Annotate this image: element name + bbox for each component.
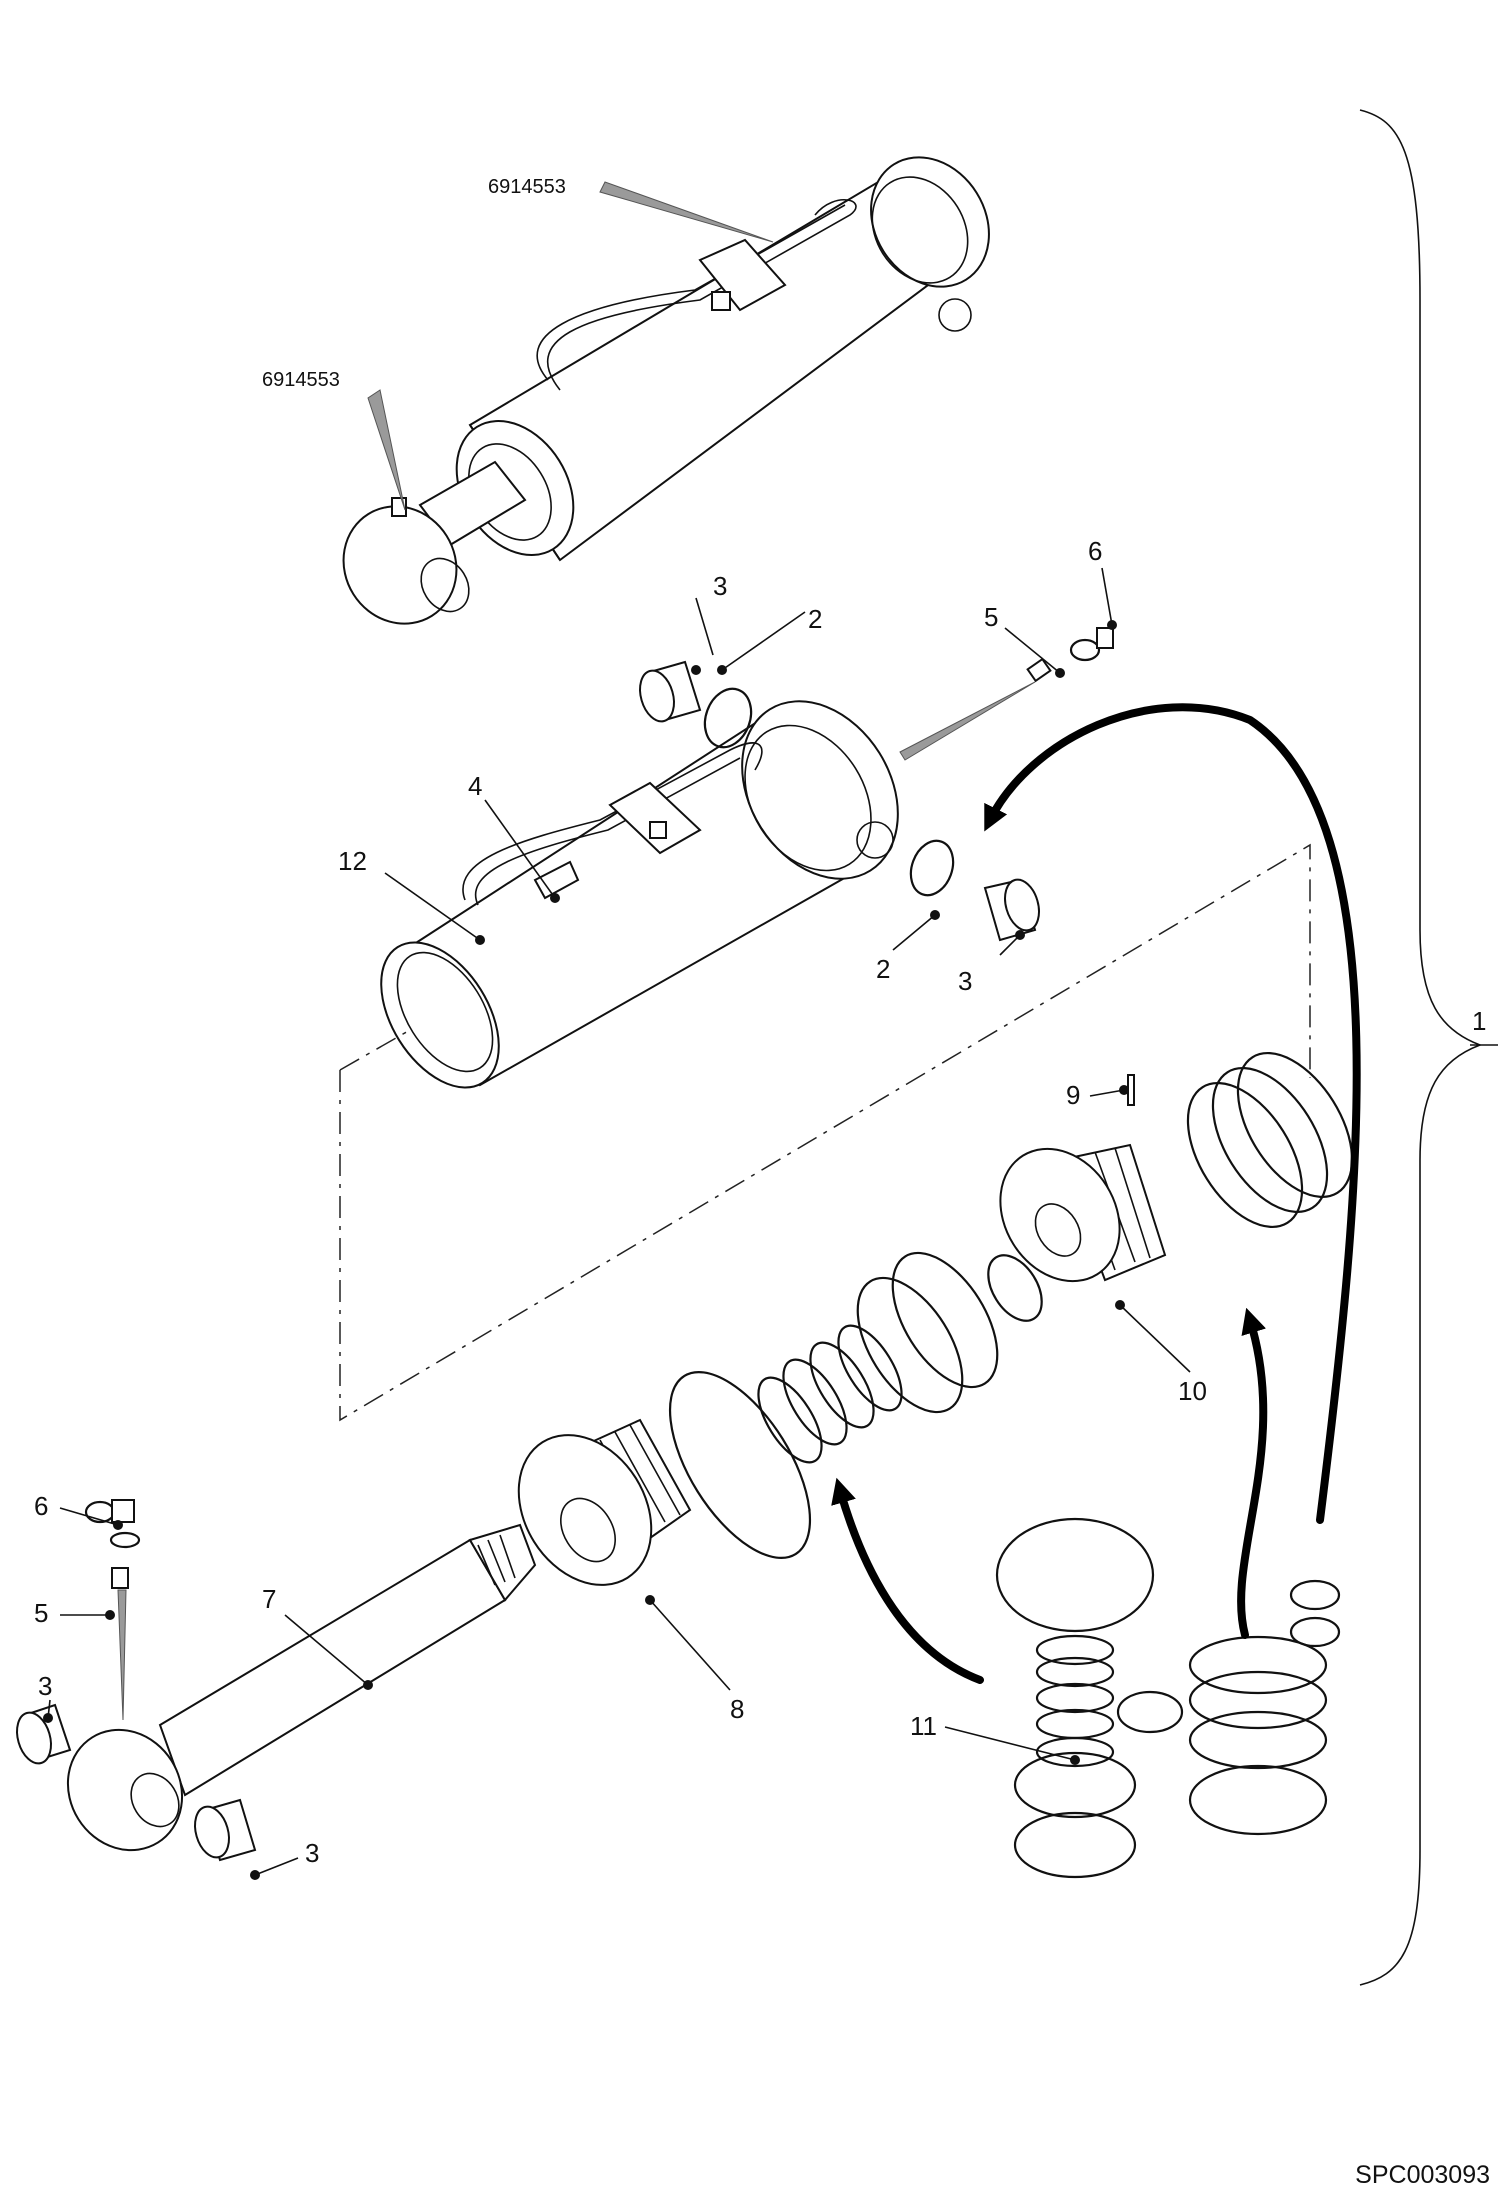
callout-3-right: 3 bbox=[958, 966, 972, 996]
callout-leaders bbox=[43, 567, 1498, 1880]
callout-3-rod-left: 3 bbox=[38, 1671, 52, 1701]
callout-5-rod: 5 bbox=[34, 1598, 48, 1628]
reference-label-lower: 6914553 bbox=[262, 369, 340, 391]
drawing-code: SPC003093 bbox=[1355, 2161, 1490, 2189]
bushing-rod-right bbox=[194, 1798, 257, 1862]
o-ring-top bbox=[703, 687, 753, 749]
arrow-to-gland bbox=[1237, 1307, 1268, 1639]
arrow-to-piston bbox=[831, 1477, 984, 1684]
seal-rings-middle bbox=[668, 1251, 1043, 1560]
dust-cap-rod bbox=[84, 1499, 141, 1549]
gland bbox=[999, 1143, 1167, 1283]
callout-3-top: 3 bbox=[713, 571, 727, 601]
arrow-to-barrel bbox=[984, 703, 1361, 1524]
assembled-cylinder bbox=[342, 156, 990, 625]
alignment-line bbox=[339, 843, 1311, 1422]
bushing-top bbox=[639, 660, 702, 723]
callout-3-rod-right: 3 bbox=[305, 1838, 319, 1868]
seal-rings-right bbox=[1186, 1051, 1354, 1229]
grease-nipple-rod bbox=[111, 1567, 129, 1721]
callout-4: 4 bbox=[468, 771, 482, 801]
piston-head bbox=[517, 1418, 692, 1586]
reference-pointer-lower: 6914553 bbox=[262, 369, 406, 511]
pointer-nipple-top bbox=[899, 681, 1036, 761]
reference-pointer-upper: 6914553 bbox=[488, 176, 774, 243]
callout-2-right: 2 bbox=[876, 954, 890, 984]
callout-6-rod: 6 bbox=[34, 1491, 48, 1521]
callout-1: 1 bbox=[1472, 1006, 1486, 1036]
bushing-rod-left bbox=[16, 1703, 72, 1765]
callout-7: 7 bbox=[262, 1584, 276, 1614]
dust-cap-top bbox=[1069, 627, 1114, 662]
seal-kit bbox=[995, 1517, 1341, 1879]
cylinder-barrel bbox=[380, 700, 899, 1089]
callout-12: 12 bbox=[338, 846, 367, 876]
callout-6-top: 6 bbox=[1088, 536, 1102, 566]
callout-11: 11 bbox=[910, 1711, 937, 1741]
piston-rod bbox=[66, 1523, 537, 1852]
o-ring-right bbox=[909, 839, 955, 897]
callout-2-top: 2 bbox=[808, 604, 822, 634]
callout-5-top: 5 bbox=[984, 602, 998, 632]
callout-10: 10 bbox=[1178, 1376, 1207, 1406]
callout-8: 8 bbox=[730, 1694, 744, 1724]
callout-9: 9 bbox=[1066, 1080, 1080, 1110]
grease-nipple-top bbox=[1026, 657, 1052, 683]
bushing-right bbox=[983, 878, 1040, 942]
assembly-brace bbox=[1359, 109, 1483, 1986]
reference-label-upper: 6914553 bbox=[488, 176, 566, 198]
